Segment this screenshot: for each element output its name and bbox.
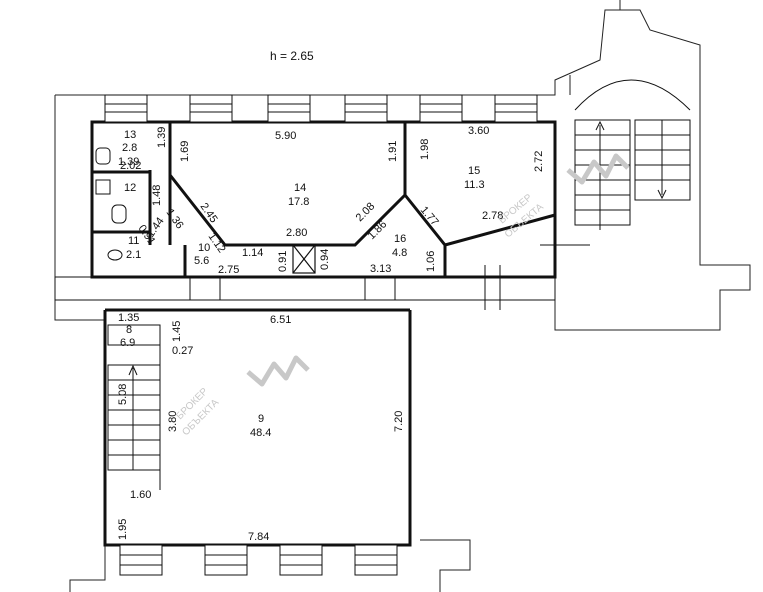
dim: 2.02 [120,160,141,172]
room-8-number: 8 [126,324,132,336]
room-11-number: 11 [128,235,139,247]
dim: 6.51 [270,314,291,326]
dim: 5.90 [275,130,296,142]
dim: 2.75 [218,264,239,276]
dim-diagonal: 1.86 [366,218,390,242]
dim-diagonal: 1.36 [164,207,186,231]
watermark-logo [246,153,630,387]
stairs-left [107,324,161,490]
fixtures [95,147,127,261]
shaft [292,244,316,274]
room-8-area: 6.9 [120,337,135,349]
dim-vertical: 0.91 [277,251,289,272]
dim: 1.35 [118,312,139,324]
room-13-number: 13 [124,129,136,141]
room-11-area: 2.1 [126,249,141,261]
room-14-number: 14 [294,182,306,194]
dim-diagonal: 2.45 [198,201,220,225]
room-16-number: 16 [394,233,406,245]
dim: 1.60 [130,489,151,501]
dim-vertical: 3.80 [167,411,179,432]
dim-vertical: 1.39 [156,127,168,148]
room-15-area: 11.3 [464,179,485,191]
dim-vertical: 5.08 [117,384,129,405]
dim-vertical: 1.45 [171,321,183,342]
dim-vertical: 1.48 [151,185,163,206]
room-12-number: 12 [124,182,136,194]
dim-vertical: 1.98 [419,139,431,160]
windows [104,94,538,576]
dim-diagonal: 2.08 [354,200,378,224]
room-9-area: 48.4 [250,427,271,439]
stairs-right [574,79,691,230]
dim-vertical: 0.94 [319,249,331,270]
room-9-number: 9 [258,413,264,425]
dim-vertical: 1.06 [425,251,437,272]
room-10-area: 5.6 [194,255,209,267]
dim: 0.27 [172,345,193,357]
dim-vertical: 7.20 [393,411,405,432]
room-14-area: 17.8 [288,196,309,208]
dim-vertical: 2.72 [533,151,545,172]
dim: 2.78 [482,210,503,222]
dim: 3.13 [370,263,391,275]
dim: 1.14 [242,247,263,259]
dim: 7.84 [248,531,269,543]
corridor [54,244,590,310]
ceiling-height: h = 2.65 [270,49,314,63]
dim-vertical: 1.95 [117,519,129,540]
dim: 2.80 [286,227,307,239]
dim-diagonal: 1.77 [418,204,441,228]
dim-vertical: 1.91 [387,141,399,162]
room-16-area: 4.8 [392,247,407,259]
dim: 1.39 [118,156,139,168]
room-15-number: 15 [468,165,480,177]
room-13-area: 2.8 [122,142,137,154]
dim: 3.60 [468,125,489,137]
dim-vertical: 1.69 [179,141,191,162]
room-10-number: 10 [198,242,210,254]
